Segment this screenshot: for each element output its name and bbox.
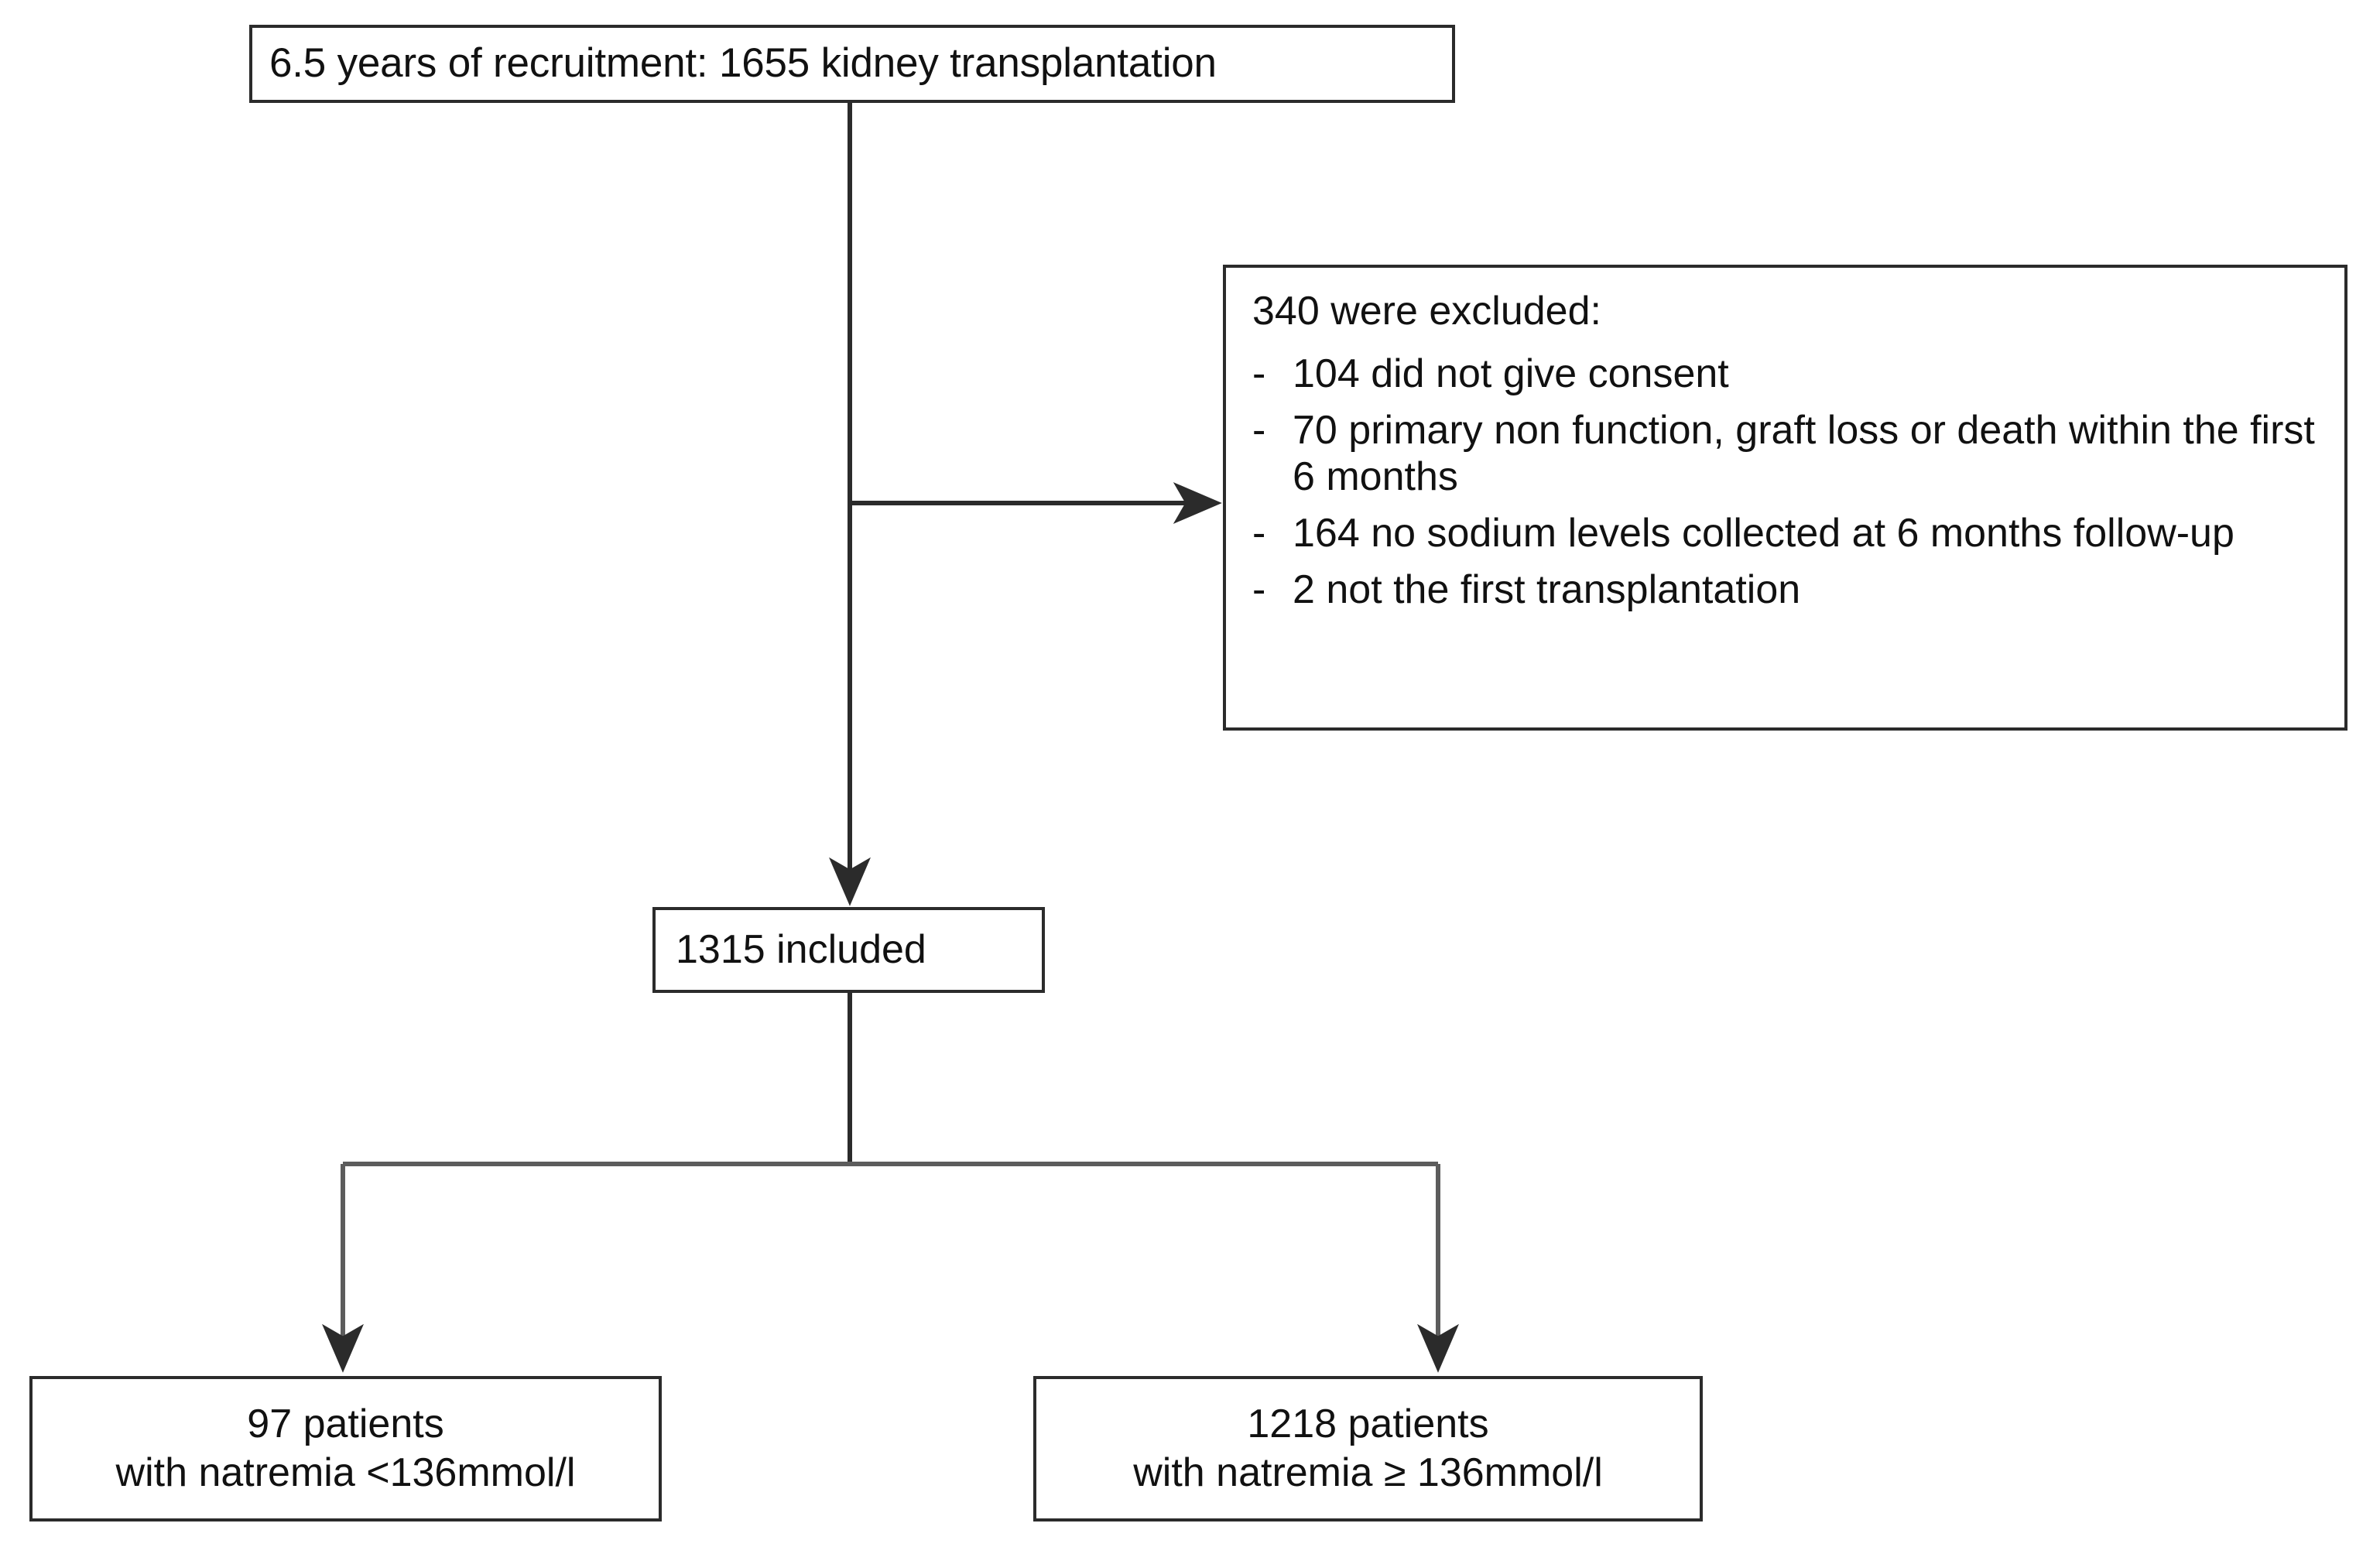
included-text: 1315 included xyxy=(676,926,926,972)
exclusion-item: - 70 primary non function, graft loss or… xyxy=(1252,408,2324,500)
node-recruitment-box: 6.5 years of recruitment: 1655 kidney tr… xyxy=(249,25,1455,103)
normonatremia-criteria-text: with natremia ≥ 136mmol/l xyxy=(1133,1450,1603,1495)
exclusions-list: - 104 did not give consent - 70 primary … xyxy=(1252,351,2324,624)
exclusion-item: - 2 not the first transplantation xyxy=(1252,567,2324,613)
dash-bullet-icon: - xyxy=(1252,510,1266,556)
exclusion-item-text: 104 did not give consent xyxy=(1293,351,1729,396)
exclusion-item-text: 70 primary non function, graft loss or d… xyxy=(1293,408,2315,499)
node-normonatremia-box: 1218 patients with natremia ≥ 136mmol/l xyxy=(1033,1376,1703,1521)
exclusion-item: - 164 no sodium levels collected at 6 mo… xyxy=(1252,511,2324,556)
recruitment-text: 6.5 years of recruitment: 1655 kidney tr… xyxy=(269,40,1217,87)
exclusion-item: - 104 did not give consent xyxy=(1252,351,2324,397)
dash-bullet-icon: - xyxy=(1252,408,1266,454)
dash-bullet-icon: - xyxy=(1252,567,1266,613)
node-exclusions-box: 340 were excluded: - 104 did not give co… xyxy=(1223,265,2347,731)
node-included-box: 1315 included xyxy=(652,907,1045,993)
hyponatremia-criteria-text: with natremia <136mmol/l xyxy=(115,1450,576,1495)
exclusion-item-text: 164 no sodium levels collected at 6 mont… xyxy=(1293,510,2234,556)
exclusions-title: 340 were excluded: xyxy=(1252,289,1601,334)
dash-bullet-icon: - xyxy=(1252,351,1266,396)
hyponatremia-count-text: 97 patients xyxy=(247,1401,444,1446)
normonatremia-count-text: 1218 patients xyxy=(1247,1401,1489,1446)
node-hyponatremia-box: 97 patients with natremia <136mmol/l xyxy=(29,1376,662,1521)
exclusion-item-text: 2 not the first transplantation xyxy=(1293,567,1801,613)
